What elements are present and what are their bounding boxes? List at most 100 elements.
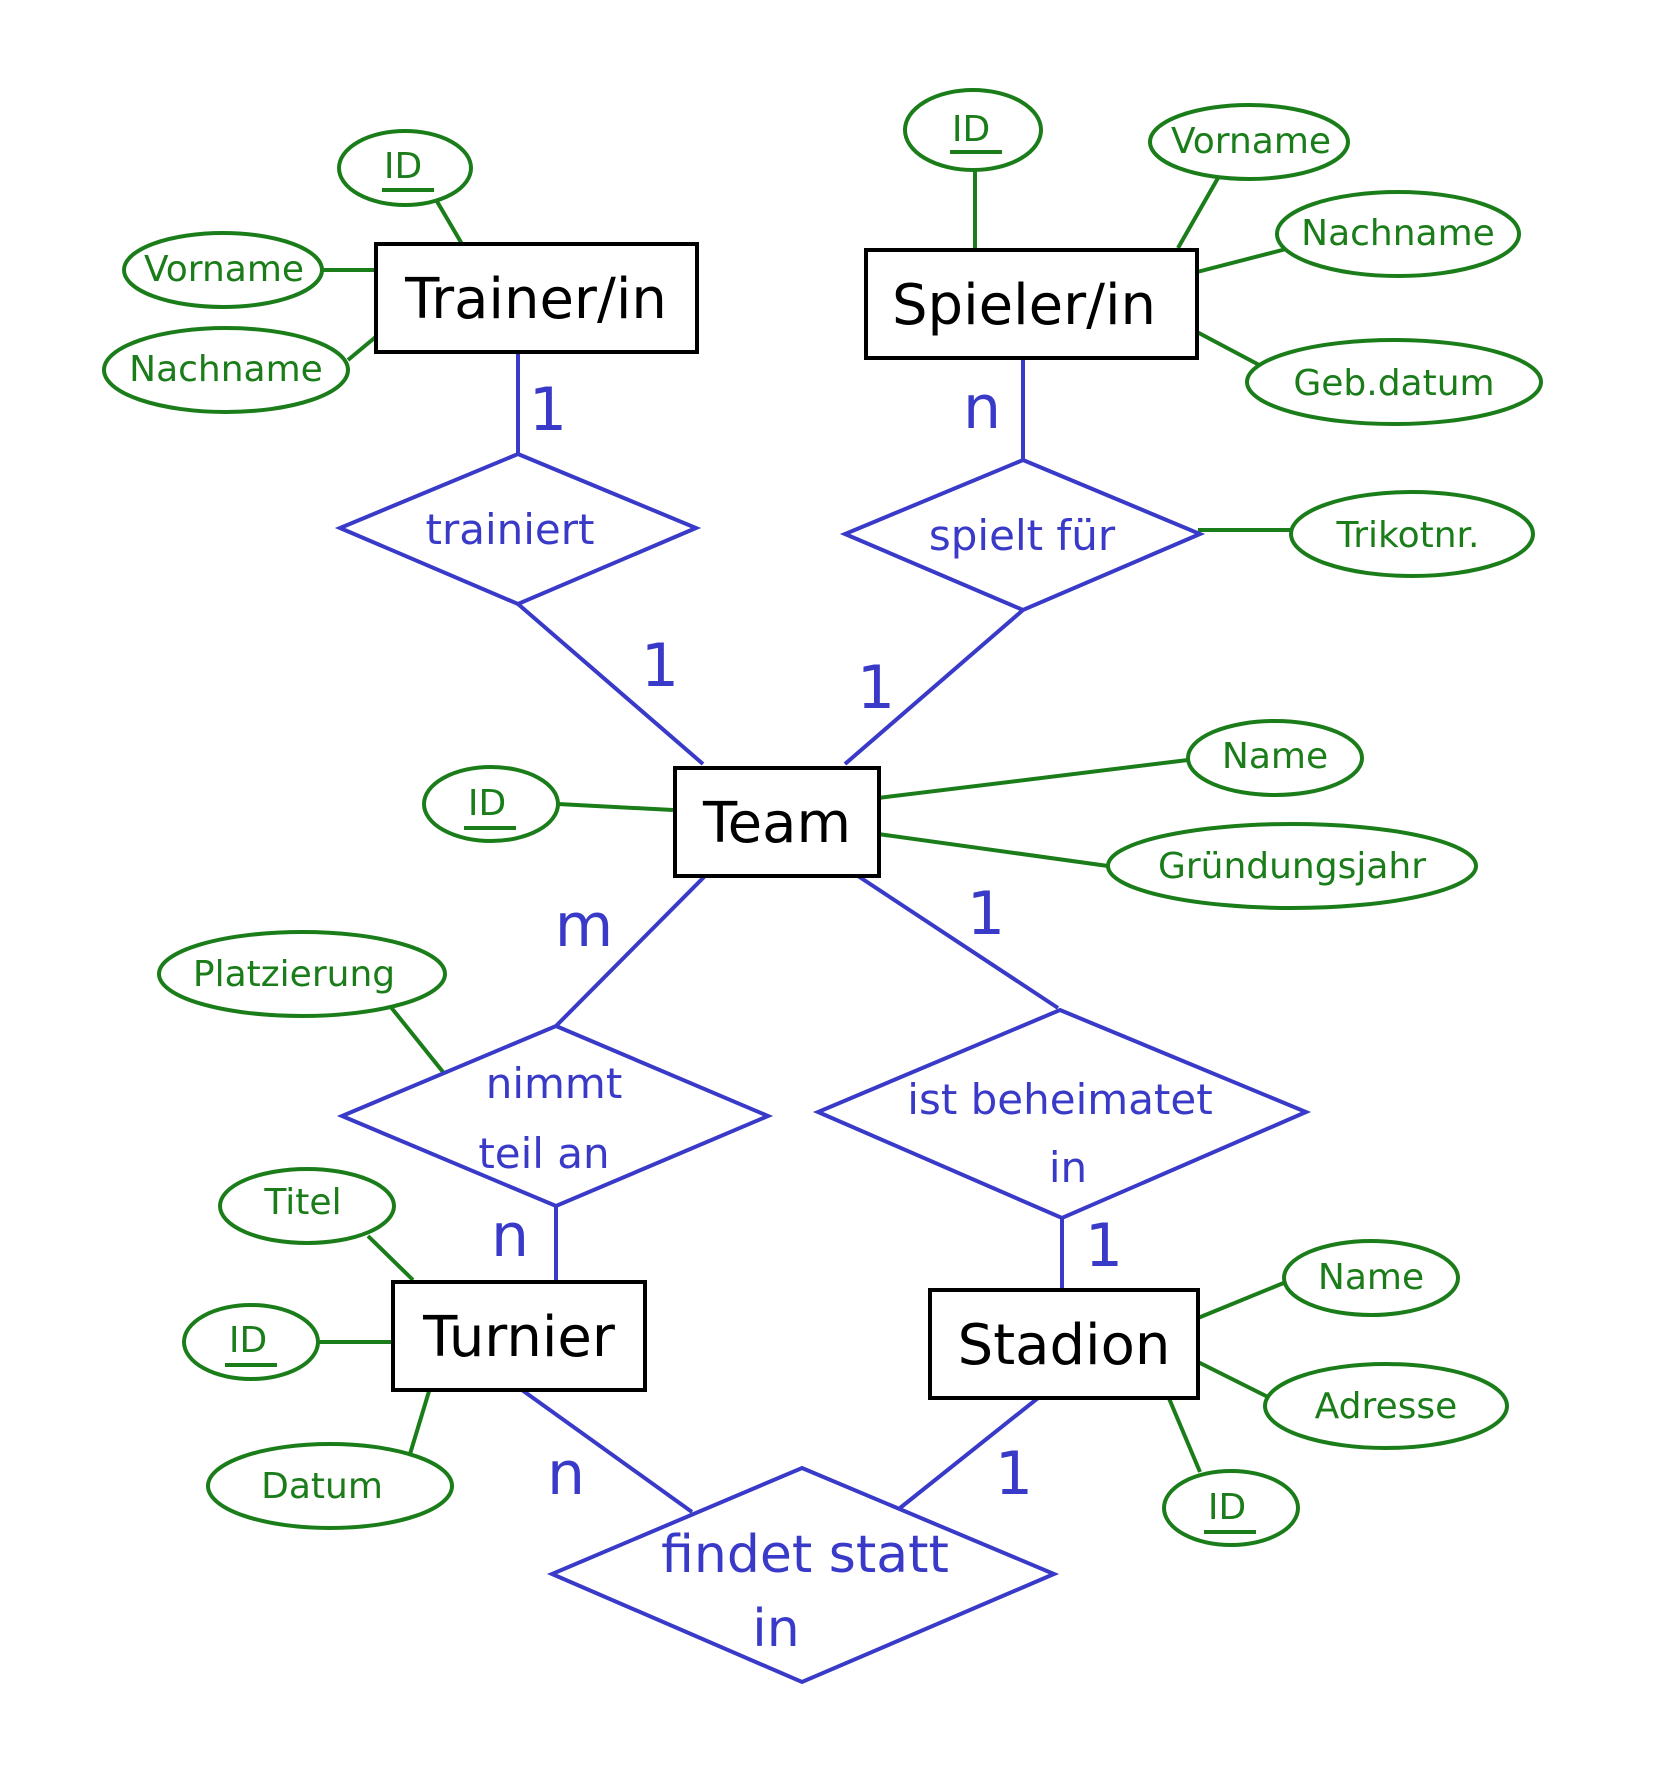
attribute-spieler-gebdatum-label: Geb.datum [1293, 363, 1494, 404]
entity-stadion-box [928, 1288, 1200, 1400]
cardinality-spieler-spielt: n [963, 373, 1001, 443]
entity-team-box [673, 766, 881, 878]
attribute-spieler-vorname: Vorname [1148, 103, 1350, 181]
attribute-spieler-nachname-label: Nachname [1301, 213, 1495, 254]
cardinality-nimmt-turnier: n [491, 1201, 529, 1271]
attribute-team-gruendungsjahr: Gründungsjahr [1106, 822, 1478, 910]
connector-team-id [557, 802, 674, 812]
relationship-nimmt-teil-an-label-1: nimmt [486, 1059, 623, 1108]
attribute-stadion-name: Name [1282, 1239, 1460, 1317]
entity-trainer-label: Trainer/in [404, 267, 667, 332]
attribute-connectors [318, 168, 1291, 1473]
entity-spieler-label: Spieler/in [892, 273, 1156, 338]
cardinality-trainiert-team: 1 [641, 631, 679, 701]
attribute-trainer-nachname-label: Nachname [129, 349, 323, 390]
relationship-trainiert-label: trainiert [425, 505, 594, 554]
attribute-trainer-id-label: ID [384, 146, 422, 187]
attribute-turnier-titel: Titel [218, 1167, 396, 1245]
relationship-nimmt-teil-an-label-2: teil an [478, 1129, 609, 1178]
attribute-team-gruendungsjahr-label: Gründungsjahr [1158, 846, 1426, 887]
connector-nimmt-platzierung [388, 1004, 445, 1074]
attribute-team-id: ID [422, 765, 560, 843]
entity-spieler-box [864, 248, 1199, 360]
attribute-spieler-id: ID [903, 88, 1043, 172]
relationship-ist-beheimatet-in-diamond [812, 1007, 1312, 1221]
relationship-ist-beheimatet-in-label-1: ist beheimatet [907, 1075, 1212, 1124]
connector-trainer-id [433, 196, 464, 246]
attribute-spielt-fuer-trikotnr: Trikotnr. [1289, 490, 1535, 578]
attribute-spieler-vorname-label: Vorname [1171, 121, 1331, 162]
connector-spieler-gebdatum [1196, 330, 1264, 369]
relationship-spielt-fuer-diamond [839, 457, 1206, 613]
attribute-trainer-nachname: Nachname [102, 326, 350, 414]
attribute-trainer-id: ID [337, 129, 473, 207]
attribute-nimmt-teil-an-platzierung-label: Platzierung [193, 954, 395, 995]
attribute-turnier-datum-label: Datum [261, 1466, 383, 1507]
relationship-trainiert: trainiert [334, 451, 702, 607]
attribute-turnier-id: ID [182, 1303, 320, 1381]
relationship-findet-statt-in-diamond [546, 1465, 1060, 1685]
connector-spieler-vorname [1176, 177, 1220, 249]
attribute-stadion-adresse: Adresse [1263, 1362, 1509, 1450]
cardinality-stadion-findet: 1 [995, 1439, 1033, 1509]
entity-turnier-label: Turnier [422, 1305, 616, 1370]
relationship-connectors [516, 354, 1064, 1514]
connector-team-gruendungsjahr [877, 832, 1109, 868]
relationship-findet-statt-in: findet statt in [546, 1465, 1060, 1685]
attribute-spieler-gebdatum: Geb.datum [1245, 338, 1543, 426]
cardinality-trainer-trainiert: 1 [529, 375, 567, 445]
connector-stadion-findet [898, 1396, 1040, 1510]
attribute-team-name-label: Name [1222, 736, 1328, 777]
attribute-stadion-id: ID [1162, 1469, 1300, 1547]
cardinality-turnier-findet: n [547, 1439, 585, 1509]
attribute-team-name: Name [1186, 719, 1364, 797]
connector-turnier-titel [366, 1234, 415, 1282]
attribute-spielt-fuer-trikotnr-label: Trikotnr. [1336, 515, 1480, 556]
entity-turnier: Turnier [391, 1280, 647, 1392]
attribute-trainer-vorname-label: Vorname [144, 249, 304, 290]
connector-stadion-name [1197, 1280, 1287, 1320]
connector-spielt-team [843, 608, 1025, 766]
connector-team-nimmt [554, 874, 707, 1028]
relationship-nimmt-teil-an: nimmt teil an [336, 1023, 774, 1209]
entity-turnier-box [391, 1280, 647, 1392]
relationship-trainiert-diamond [334, 451, 702, 607]
connector-trainiert-team [516, 602, 705, 766]
cardinality-team-beheimatet: 1 [967, 879, 1005, 949]
cardinality-team-nimmt: m [555, 891, 613, 961]
attribute-turnier-titel-label: Titel [263, 1182, 341, 1223]
entity-stadion-label: Stadion [958, 1313, 1171, 1378]
connector-turnier-findet [520, 1388, 694, 1514]
attribute-stadion-adresse-label: Adresse [1315, 1386, 1458, 1427]
connector-stadion-id [1166, 1395, 1202, 1473]
attribute-turnier-id-label: ID [229, 1320, 267, 1361]
connector-stadion-adresse [1197, 1360, 1271, 1400]
attribute-stadion-name-label: Name [1318, 1257, 1424, 1298]
entity-team-label: Team [702, 791, 851, 856]
attribute-spieler-id-label: ID [952, 109, 990, 150]
cardinality-beheimatet-stadion: 1 [1085, 1211, 1123, 1281]
cardinalities: 1 1 n 1 m n 1 1 n 1 [491, 373, 1123, 1509]
attribute-stadion-id-label: ID [1208, 1487, 1246, 1528]
entity-stadion: Stadion [928, 1288, 1200, 1400]
cardinality-spielt-team: 1 [857, 653, 895, 723]
attribute-spieler-nachname: Nachname [1275, 190, 1521, 278]
attribute-trainer-vorname: Vorname [122, 231, 324, 309]
relationship-nimmt-teil-an-diamond [336, 1023, 774, 1209]
relationship-findet-statt-in-label-2: in [752, 1599, 799, 1659]
connector-team-beheimatet [856, 874, 1060, 1010]
entity-spieler: Spieler/in [864, 248, 1199, 360]
attribute-team-id-label: ID [468, 783, 506, 824]
entity-trainer: Trainer/in [374, 242, 699, 354]
relationship-ist-beheimatet-in-label-2: in [1049, 1143, 1087, 1192]
connector-spieler-nachname [1196, 246, 1291, 274]
relationship-findet-statt-in-label-1: findet statt [661, 1525, 949, 1585]
connector-trainer-nachname [346, 333, 380, 362]
relationship-ist-beheimatet-in: ist beheimatet in [812, 1007, 1312, 1221]
entity-trainer-box [374, 242, 699, 354]
connector-turnier-datum [408, 1387, 432, 1455]
relationship-spielt-fuer: spielt für [839, 457, 1206, 613]
connector-team-name [877, 758, 1189, 800]
attribute-turnier-datum: Datum [206, 1442, 454, 1530]
